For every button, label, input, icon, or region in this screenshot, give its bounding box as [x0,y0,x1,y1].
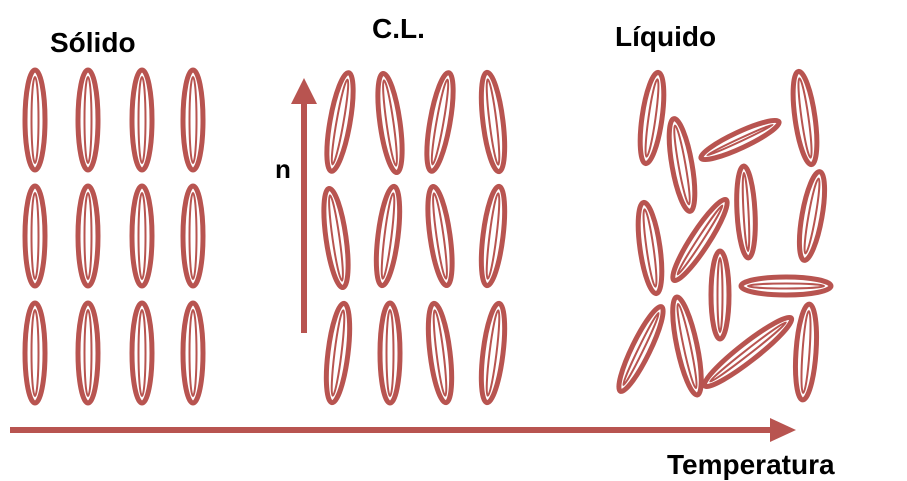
temperature-arrow [10,418,796,442]
molecule [25,186,45,286]
liquid-molecules [612,70,831,401]
solid-phase-label: Sólido [50,27,136,58]
molecule [372,185,404,287]
molecule [477,185,509,287]
molecule [78,186,98,286]
molecule [789,70,822,166]
temperature-label: Temperatura [667,449,835,480]
molecule [322,302,354,404]
molecule [634,201,667,295]
molecule [666,195,733,285]
molecule [667,295,707,397]
molecule [183,186,203,286]
molecule [741,277,831,295]
solid-molecules [25,70,203,403]
molecule [711,251,729,339]
molecule [477,71,509,173]
molecule [698,115,783,166]
molecule [78,70,98,170]
molecule [25,303,45,403]
molecule [424,302,456,404]
molecule [132,186,152,286]
molecule [319,187,353,289]
molecule [735,166,758,259]
molecule [636,71,669,165]
molecule [380,303,400,403]
liquid-phase-label: Líquido [615,21,716,52]
director-arrow [291,78,317,333]
molecule [794,170,829,262]
molecule [132,70,152,170]
molecule [183,303,203,403]
liquid-crystal-phase-label: C.L. [372,13,425,44]
molecule [25,70,45,170]
molecule [373,72,407,174]
molecule [78,303,98,403]
director-label: n [275,154,291,184]
molecule [423,185,457,287]
molecule [132,303,152,403]
molecule [183,70,203,170]
molecule [421,71,458,173]
molecule [477,302,509,404]
molecule [612,303,669,395]
liquid-crystal-molecules [319,71,509,404]
molecule [664,117,700,213]
molecule [321,71,358,173]
molecule [793,303,820,400]
